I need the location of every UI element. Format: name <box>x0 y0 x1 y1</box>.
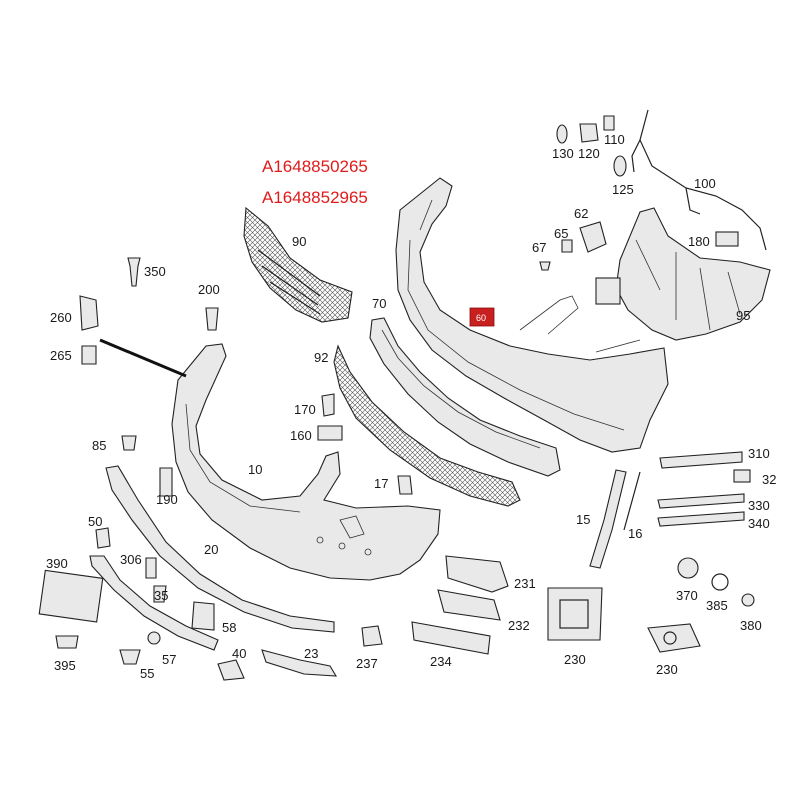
callout-130[interactable]: 130 <box>552 146 574 161</box>
spoiler-20-drawing <box>105 465 335 633</box>
callout-170[interactable]: 170 <box>294 402 316 417</box>
callout-70[interactable]: 70 <box>372 296 386 311</box>
callout-23[interactable]: 23 <box>304 646 318 661</box>
callout-100[interactable]: 100 <box>694 176 716 191</box>
callout-380[interactable]: 380 <box>740 618 762 633</box>
bracket-95-drawing <box>595 207 771 341</box>
callout-57[interactable]: 57 <box>162 652 176 667</box>
callout-65[interactable]: 65 <box>554 226 568 241</box>
callout-190[interactable]: 190 <box>156 492 178 507</box>
callout-50[interactable]: 50 <box>88 514 102 529</box>
grille-90-drawing <box>243 206 353 323</box>
callout-85[interactable]: 85 <box>92 438 106 453</box>
bracket-70-drawing <box>369 317 561 477</box>
callout-200[interactable]: 200 <box>198 282 220 297</box>
trim-15-drawing <box>589 469 627 569</box>
callout-310[interactable]: 310 <box>748 446 770 461</box>
callout-390[interactable]: 390 <box>46 556 68 571</box>
callout-90[interactable]: 90 <box>292 234 306 249</box>
callout-40[interactable]: 40 <box>232 646 246 661</box>
callout-58[interactable]: 58 <box>222 620 236 635</box>
wiring-harness-100-drawing <box>631 109 767 251</box>
trim-35-drawing <box>89 555 219 651</box>
callout-260[interactable]: 260 <box>50 310 72 325</box>
callout-340[interactable]: 340 <box>748 516 770 531</box>
callout-234[interactable]: 234 <box>430 654 452 669</box>
callout-265[interactable]: 265 <box>50 348 72 363</box>
callout-237[interactable]: 237 <box>356 656 378 671</box>
callout-120[interactable]: 120 <box>578 146 600 161</box>
callout-17[interactable]: 17 <box>374 476 388 491</box>
part-number-2: A1648852965 <box>262 188 368 207</box>
callout-92[interactable]: 92 <box>314 350 328 365</box>
highlight-label-60: 60 <box>476 313 486 323</box>
callout-160[interactable]: 160 <box>290 428 312 443</box>
fasteners <box>55 257 413 665</box>
grille-92-drawing <box>333 344 521 507</box>
small-parts-top-right <box>539 115 739 271</box>
callout-95[interactable]: 95 <box>736 308 750 323</box>
callout-67[interactable]: 67 <box>532 240 546 255</box>
callout-55[interactable]: 55 <box>140 666 154 681</box>
strip-265-drawing <box>99 338 187 378</box>
callout-20[interactable]: 20 <box>204 542 218 557</box>
callout-32[interactable]: 32 <box>762 472 776 487</box>
callout-125[interactable]: 125 <box>612 182 634 197</box>
trim-16-drawing <box>623 471 641 531</box>
callout-330[interactable]: 330 <box>748 498 770 513</box>
callout-230-a[interactable]: 230 <box>564 652 586 667</box>
part-number-1: A1648850265 <box>262 157 368 176</box>
callout-16[interactable]: 16 <box>628 526 642 541</box>
callout-15[interactable]: 15 <box>576 512 590 527</box>
callout-370[interactable]: 370 <box>676 588 698 603</box>
trim-23-drawing <box>261 649 338 677</box>
callout-306[interactable]: 306 <box>120 552 142 567</box>
callout-110[interactable]: 110 <box>604 132 625 147</box>
callout-395[interactable]: 395 <box>54 658 76 673</box>
callout-180[interactable]: 180 <box>688 234 710 249</box>
bumper-carrier-60-drawing: 60 <box>395 177 669 453</box>
bumper-cover-10-drawing <box>171 343 441 581</box>
callout-35[interactable]: 35 <box>154 588 168 603</box>
callout-62[interactable]: 62 <box>574 206 588 221</box>
lower-middle-parts <box>217 555 603 681</box>
callout-231[interactable]: 231 <box>514 576 536 591</box>
callout-10[interactable]: 10 <box>248 462 262 477</box>
license-plate-390-drawing <box>38 569 104 623</box>
callout-350[interactable]: 350 <box>144 264 166 279</box>
callout-230-b[interactable]: 230 <box>656 662 678 677</box>
callout-385[interactable]: 385 <box>706 598 728 613</box>
highlight-badge-60[interactable] <box>469 307 495 327</box>
right-side-small-parts <box>647 451 755 653</box>
callout-232[interactable]: 232 <box>508 618 530 633</box>
callout-labels: 10 15 16 17 20 23 35 40 50 55 57 58 62 6… <box>46 132 776 681</box>
